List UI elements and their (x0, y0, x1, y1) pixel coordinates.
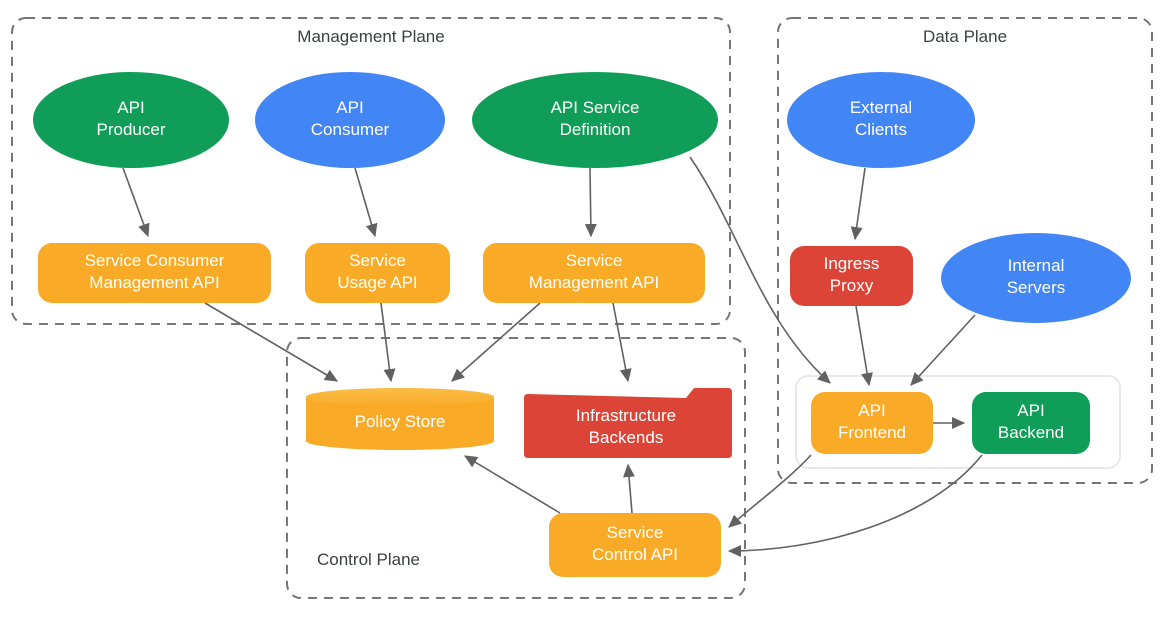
service-management-api-shape (483, 243, 705, 303)
api-frontend-shape (811, 392, 933, 454)
edge-mgmt-api-to-infra (612, 302, 632, 383)
api-backend-shape (972, 392, 1090, 454)
edge-external-clients-to-ingress (850, 167, 866, 241)
service-consumer-management-api-shape (38, 243, 271, 303)
node-policy-store[interactable]: Policy Store (306, 388, 494, 450)
edge-control-to-policy (463, 455, 561, 514)
edge-usage-to-policy (380, 302, 396, 383)
data-plane-label: Data Plane (923, 27, 1007, 46)
management-plane-label: Management Plane (297, 27, 444, 46)
plane-boundaries (11, 17, 1153, 599)
infrastructure-backends-shape (524, 388, 732, 458)
internal-servers-shape (941, 233, 1131, 323)
control-plane-label: Control Plane (317, 550, 420, 569)
control-plane-boundary (286, 337, 746, 599)
external-clients-shape (787, 72, 975, 168)
data-plane-boundary (777, 17, 1153, 484)
edge-consumer-to-usage (354, 167, 378, 238)
edge-backend-to-control (727, 454, 983, 557)
edge-frontend-to-control (728, 454, 812, 528)
edge-ingress-to-frontend (855, 305, 873, 387)
edge-internal-servers-to-frontend (910, 314, 976, 386)
edges (122, 156, 983, 557)
edge-control-to-infra (623, 463, 635, 514)
service-control-api-shape (549, 513, 721, 577)
group-boundaries (795, 375, 1121, 469)
management-plane-boundary (11, 17, 731, 325)
service-usage-api-shape (305, 243, 450, 303)
ingress-proxy-shape (790, 246, 913, 306)
api-producer-shape (33, 72, 229, 168)
api-service-definition-shape (472, 72, 718, 168)
api-runtime-group (795, 375, 1121, 469)
edge-mgmt-api-to-policy (451, 302, 541, 382)
edge-consumer-mgmt-to-policy (204, 302, 339, 382)
edge-definition-to-frontend (689, 156, 831, 384)
policy-store-top (306, 388, 494, 406)
edge-producer-to-consumer-mgmt (122, 167, 150, 238)
policy-store-body (306, 397, 494, 450)
api-consumer-shape (255, 72, 445, 168)
policy-store-label: Policy Store (355, 412, 446, 431)
edge-definition-to-mgmt (584, 167, 597, 238)
